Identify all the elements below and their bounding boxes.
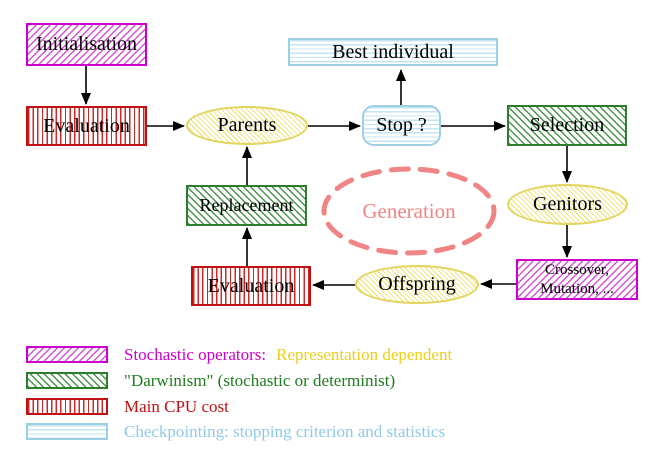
legend-label-darwinism: "Darwinism" (stochastic or determinist)	[124, 370, 396, 390]
node-evaluation-bottom-label: Evaluation	[207, 274, 295, 297]
node-best-individual: Best individual	[288, 38, 498, 66]
generation-label: Generation	[362, 198, 456, 223]
legend-row-darwinism: "Darwinism" (stochastic or determinist)	[26, 370, 396, 390]
node-parents: Parents	[186, 106, 308, 145]
legend-label-checkpointing: Checkpointing: stopping criterion and st…	[124, 421, 446, 441]
node-offspring: Offspring	[355, 265, 479, 304]
node-selection: Selection	[507, 105, 627, 146]
node-initialisation-label: Initialisation	[35, 33, 138, 55]
node-crossover-line2: Mutation, ...	[540, 280, 614, 297]
node-genitors: Genitors	[507, 184, 628, 225]
legend-swatch-darwinism	[26, 372, 108, 389]
legend-label-representation-dependent: Representation dependent	[276, 344, 453, 364]
legend-row-main-cpu-cost: Main CPU cost	[26, 396, 229, 416]
legend-swatch-stochastic-operators	[26, 346, 108, 363]
node-crossover-line1: Crossover,	[545, 261, 609, 278]
node-replacement-label: Replacement	[199, 195, 294, 215]
legend-label-stochastic-operators: Stochastic operators:	[124, 344, 267, 364]
node-genitors-label: Genitors	[533, 193, 602, 215]
generation-dashed-ellipse	[321, 166, 497, 256]
legend-swatch-checkpointing	[26, 423, 108, 440]
node-evaluation-top-label: Evaluation	[43, 114, 130, 137]
node-initialisation: Initialisation	[26, 23, 147, 66]
node-best-individual-label: Best individual	[332, 40, 454, 63]
legend-row-stochastic-operators: Stochastic operators: Representation dep…	[26, 344, 453, 364]
node-stop-label: Stop ?	[376, 114, 427, 136]
node-offspring-label: Offspring	[378, 273, 456, 295]
node-selection-label: Selection	[529, 114, 605, 136]
node-crossover-mutation: Crossover, Mutation, ...	[516, 259, 638, 300]
node-replacement: Replacement	[186, 185, 307, 226]
node-stop: Stop ?	[362, 105, 441, 146]
legend-swatch-main-cpu-cost	[26, 398, 108, 415]
node-parents-label: Parents	[217, 114, 277, 136]
legend-row-checkpointing: Checkpointing: stopping criterion and st…	[26, 421, 446, 441]
legend-label-main-cpu-cost: Main CPU cost	[124, 396, 229, 416]
node-evaluation-top: Evaluation	[26, 106, 147, 146]
node-evaluation-bottom: Evaluation	[191, 266, 311, 306]
